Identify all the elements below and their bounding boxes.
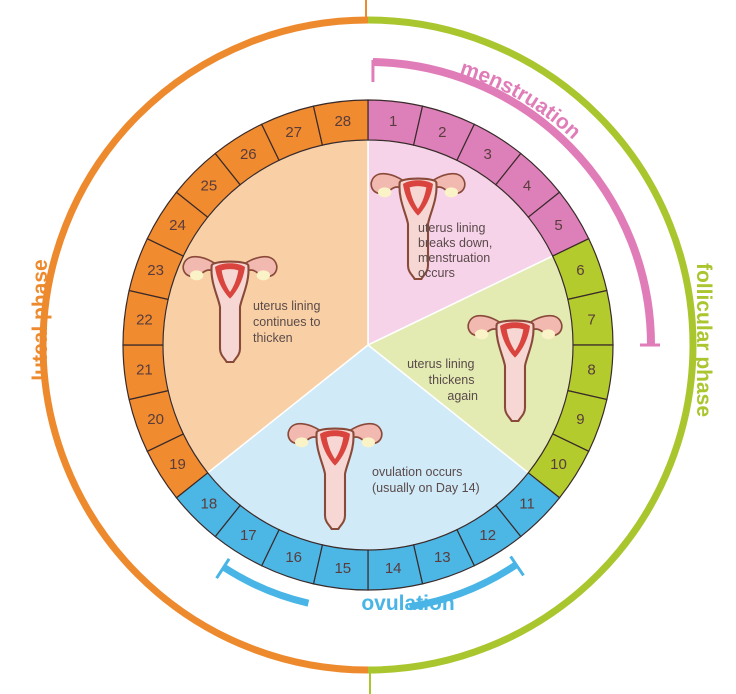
day-number: 12 bbox=[479, 527, 496, 544]
follicular-phase-arc bbox=[367, 16, 697, 674]
day-segment: 14 bbox=[367, 544, 424, 591]
day-segment-shape bbox=[312, 99, 369, 146]
day-number: 2 bbox=[438, 124, 446, 141]
day-number: 4 bbox=[523, 177, 531, 194]
luteal-phase-label: luteal phase bbox=[29, 259, 52, 380]
day-segment: 27 bbox=[260, 105, 324, 162]
day-number: 18 bbox=[201, 496, 218, 513]
day-number: 24 bbox=[169, 217, 186, 234]
ovulation-bracket-tick bbox=[509, 555, 525, 577]
day-number: 1 bbox=[389, 113, 397, 130]
day-segment: 11 bbox=[494, 471, 561, 538]
day-number: 20 bbox=[147, 411, 164, 428]
day-number: 25 bbox=[201, 177, 218, 194]
day-number: 15 bbox=[334, 560, 351, 577]
day-number: 7 bbox=[587, 311, 595, 328]
day-number: 10 bbox=[550, 456, 567, 473]
follicular-phase-label: follicular phase bbox=[692, 263, 715, 417]
day-number: 23 bbox=[147, 262, 164, 279]
ovulation-bracket-left bbox=[221, 564, 310, 607]
ovulation-description: ovulation occurs (usually on Day 14) bbox=[372, 465, 480, 495]
day-segment: 8 bbox=[567, 344, 614, 401]
day-segment: 22 bbox=[122, 289, 169, 346]
day-number: 6 bbox=[576, 262, 584, 279]
day-number: 5 bbox=[554, 217, 562, 234]
follicular-description: uterus lining thickens again bbox=[407, 357, 478, 403]
day-segment: 15 bbox=[312, 544, 369, 591]
menstruation-bracket bbox=[372, 58, 655, 346]
day-number: 14 bbox=[385, 560, 402, 577]
day-number: 22 bbox=[136, 311, 153, 328]
day-number: 3 bbox=[484, 146, 492, 163]
menstruation-description: uterus lining breaks down, menstruation … bbox=[418, 221, 496, 280]
day-number: 13 bbox=[434, 549, 451, 566]
day-number: 27 bbox=[285, 124, 302, 141]
day-segment: 24 bbox=[146, 191, 209, 257]
day-number: 8 bbox=[587, 362, 595, 379]
day-number: 11 bbox=[519, 496, 535, 513]
day-segment: 7 bbox=[567, 289, 614, 346]
day-segment: 1 bbox=[367, 99, 424, 146]
day-number: 9 bbox=[576, 411, 584, 428]
ovulation-bracket-right bbox=[408, 561, 519, 611]
day-segment: 21 bbox=[122, 344, 169, 401]
day-segment: 17 bbox=[214, 504, 280, 567]
day-number: 21 bbox=[136, 362, 153, 379]
ovulation-bracket-tick bbox=[215, 558, 231, 579]
day-number: 28 bbox=[334, 113, 351, 130]
day-segment: 28 bbox=[312, 99, 369, 146]
day-number: 16 bbox=[285, 549, 302, 566]
day-number: 26 bbox=[240, 146, 257, 163]
luteal-description: uterus lining continues to thicken bbox=[253, 299, 324, 345]
day-number: 19 bbox=[169, 456, 186, 473]
day-segment: 25 bbox=[175, 152, 242, 219]
luteal-phase-arc bbox=[39, 16, 369, 674]
day-number: 17 bbox=[240, 527, 257, 544]
day-segment: 16 bbox=[260, 528, 324, 585]
ovulation-label: ovulation bbox=[361, 592, 454, 615]
